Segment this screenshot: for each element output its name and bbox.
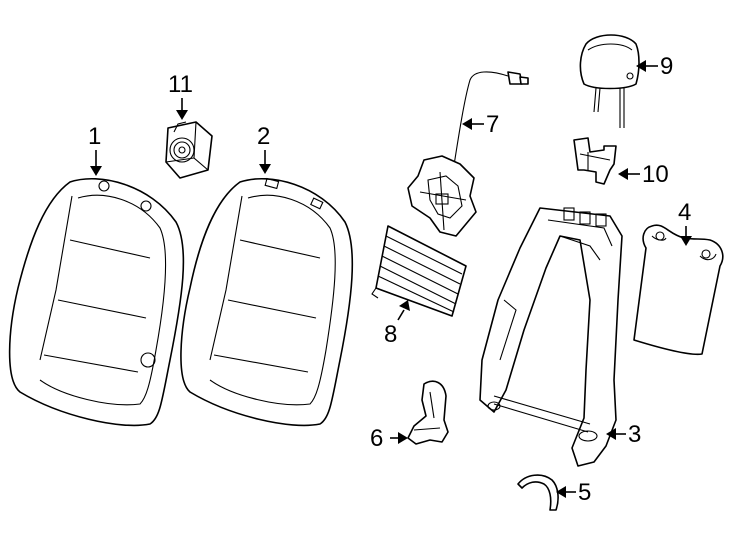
callout-5-label: 5 <box>578 479 591 506</box>
callout-2: 2 <box>257 123 271 174</box>
part-2-seat-back-cover <box>180 177 354 427</box>
callout-3: 3 <box>606 421 641 448</box>
callout-10: 10 <box>618 161 669 188</box>
callout-7-arrowhead <box>462 118 472 130</box>
callout-3-label: 3 <box>628 421 641 448</box>
callout-4-label: 4 <box>678 199 691 226</box>
callout-7: 7 <box>462 111 499 138</box>
callout-8: 8 <box>384 300 410 348</box>
callout-11: 11 <box>168 71 193 120</box>
callout-1-label: 1 <box>88 123 101 150</box>
callout-9-arrowhead <box>636 60 646 72</box>
part-8-suspension-mat <box>371 225 467 317</box>
callout-11-label: 11 <box>168 71 193 98</box>
callout-7-label: 7 <box>486 111 499 138</box>
callout-5-arrowhead <box>556 486 566 498</box>
callout-4: 4 <box>678 199 692 246</box>
callout-1-arrowhead <box>90 166 102 176</box>
callout-9-label: 9 <box>660 53 673 80</box>
callout-2-label: 2 <box>257 123 270 150</box>
callout-6: 6 <box>370 425 408 452</box>
callout-8-leader <box>397 309 405 321</box>
callout-2-arrowhead <box>259 164 271 174</box>
callout-8-arrowhead <box>399 300 410 311</box>
part-1-seat-back-cover <box>8 178 185 427</box>
part-10-headrest-guide <box>573 137 617 185</box>
callout-9: 9 <box>636 53 673 80</box>
callout-10-arrowhead <box>618 168 628 180</box>
callout-10-label: 10 <box>642 161 669 188</box>
callout-4-arrowhead <box>680 236 692 246</box>
part-3-seat-back-frame <box>479 207 623 467</box>
callout-6-arrowhead <box>398 432 408 444</box>
callout-1: 1 <box>88 123 102 176</box>
callout-3-arrowhead <box>606 428 616 440</box>
callout-5: 5 <box>556 479 591 506</box>
part-4-back-panel <box>633 224 724 356</box>
part-5-trim-clip <box>517 474 559 511</box>
callout-11-arrowhead <box>176 110 188 120</box>
callout-8-label: 8 <box>384 321 397 348</box>
part-11-fan-module <box>165 121 213 179</box>
part-9-headrest <box>579 34 640 128</box>
part-7-lumbar-support <box>407 71 529 237</box>
callout-6-label: 6 <box>370 425 383 452</box>
part-6-side-cover <box>407 380 449 445</box>
